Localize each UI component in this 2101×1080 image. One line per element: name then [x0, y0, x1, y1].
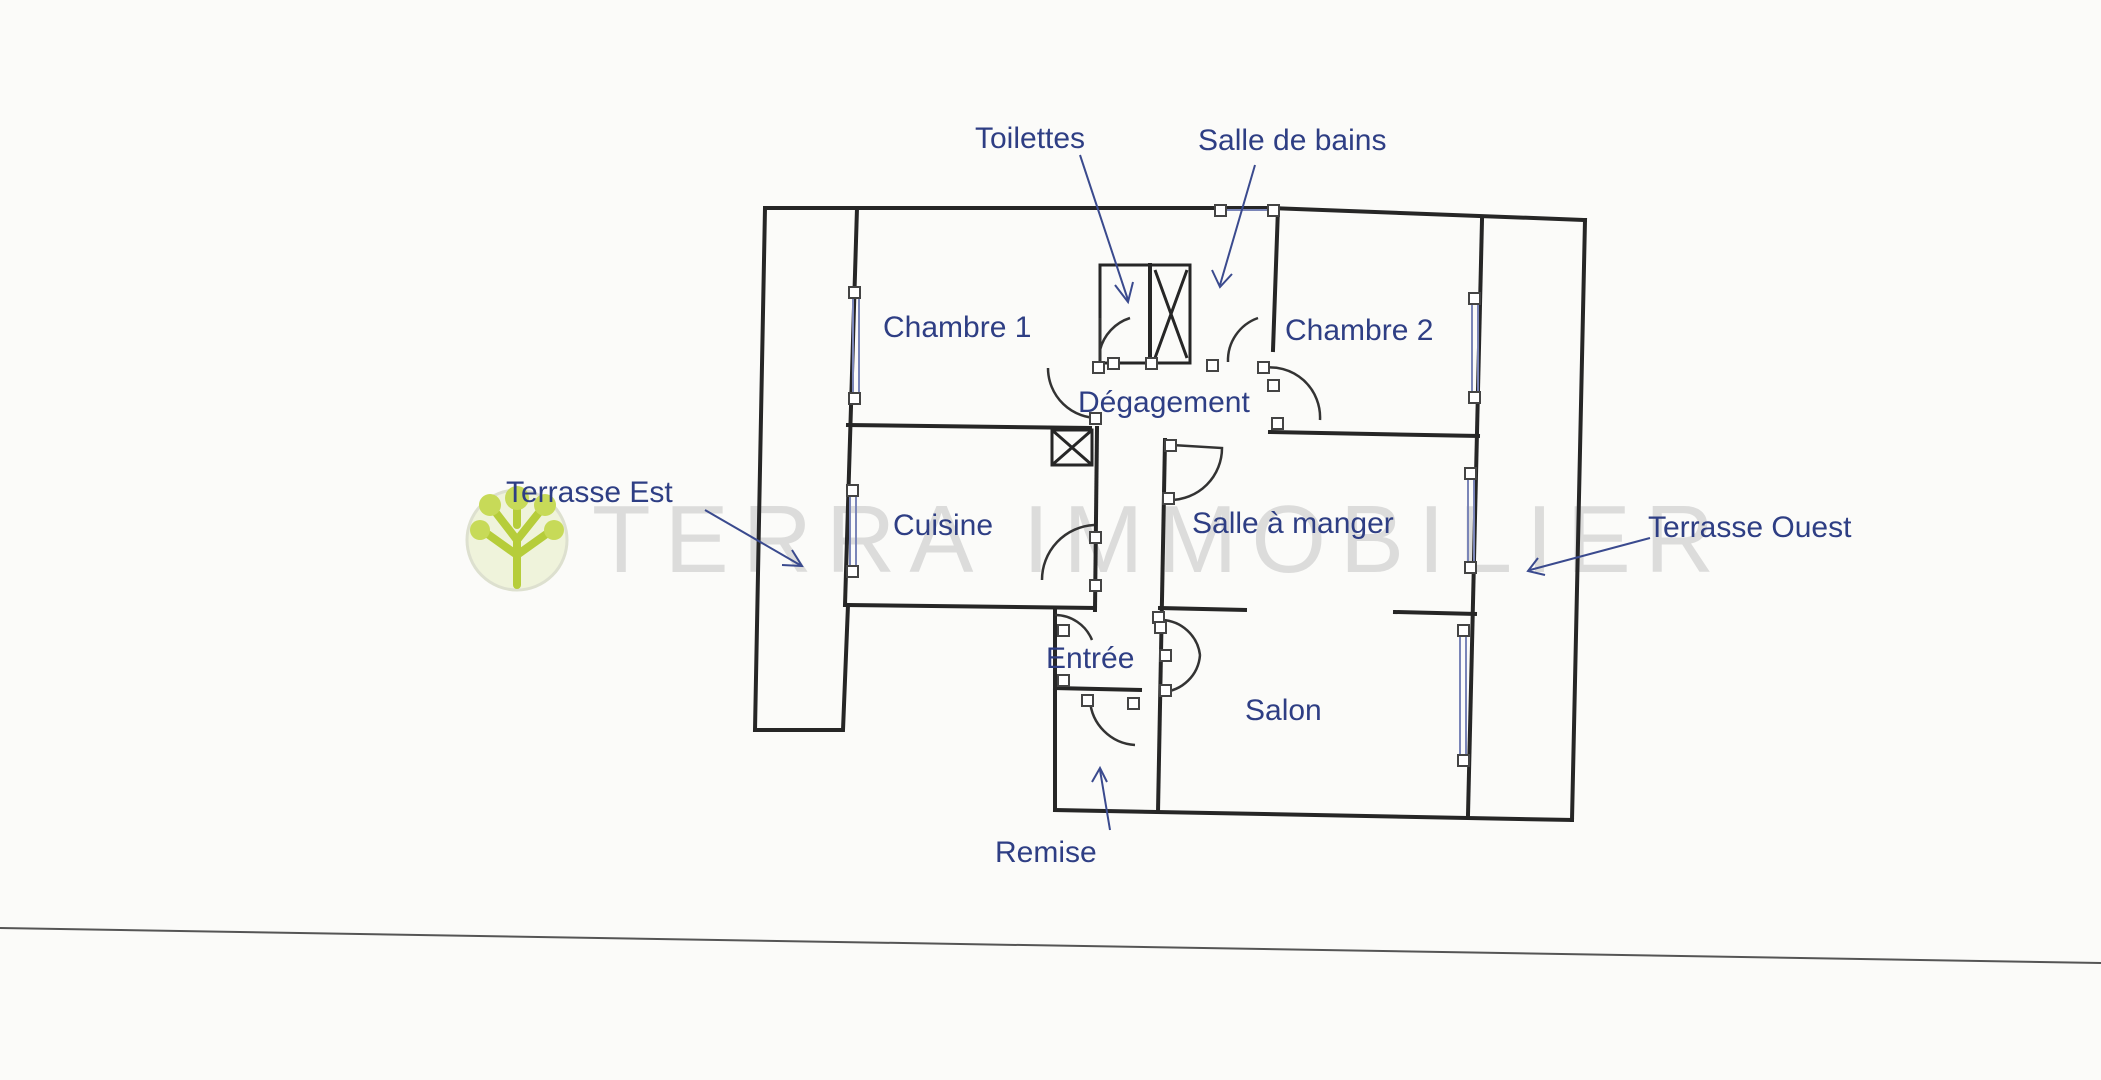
- walls: [752, 205, 1588, 823]
- label-salle-a-manger: Salle à manger: [1192, 507, 1394, 540]
- doors: [1040, 316, 1322, 747]
- page-separator-line: [0, 927, 2101, 964]
- label-chambre-1: Chambre 1: [883, 311, 1031, 344]
- label-cuisine: Cuisine: [893, 509, 993, 542]
- label-salon: Salon: [1245, 694, 1322, 727]
- label-terrasse-ouest: Terrasse Ouest: [1648, 511, 1852, 544]
- room-labels: Toilettes Salle de bains Chambre 1 Chamb…: [506, 122, 1852, 869]
- label-entree: Entrée: [1046, 642, 1134, 675]
- label-toilettes: Toilettes: [975, 122, 1085, 155]
- windows: [849, 209, 1479, 760]
- label-arrows: [704, 154, 1651, 831]
- watermark-text: TERRA IMMOBILIER: [592, 486, 1728, 593]
- label-remise: Remise: [995, 836, 1097, 869]
- watermark: TERRA IMMOBILIER: [465, 486, 1728, 593]
- label-degagement: Dégagement: [1078, 386, 1250, 419]
- label-terrasse-est: Terrasse Est: [506, 476, 673, 509]
- tree-logo-icon: [465, 486, 569, 592]
- handles: [846, 204, 1481, 767]
- label-salle-de-bains: Salle de bains: [1198, 124, 1386, 157]
- label-chambre-2: Chambre 2: [1285, 314, 1433, 347]
